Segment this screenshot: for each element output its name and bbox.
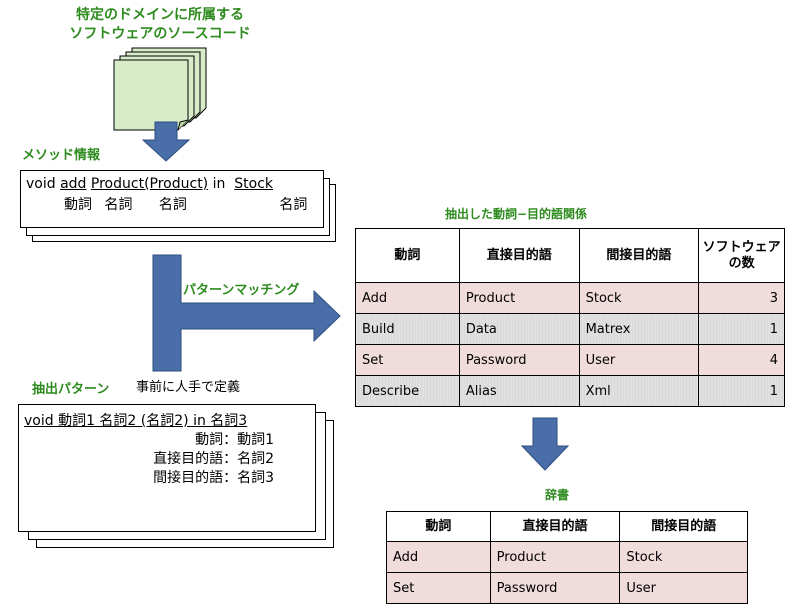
header-software-count-line2: の数	[728, 255, 755, 271]
relation-header-row: 動詞 直接目的語 間接目的語 ソフトウェア の数	[355, 228, 785, 283]
token-product: Product	[90, 176, 145, 192]
dict-header-direct: 直接目的語	[489, 511, 621, 542]
pos-verb: 動詞	[64, 197, 92, 213]
relation-table: 動詞 直接目的語 間接目的語 ソフトウェア の数 Add Product Sto…	[355, 228, 785, 407]
dict-header-indirect: 間接目的語	[619, 511, 748, 542]
pattern-line-indirect: 間接目的語：名詞3	[153, 470, 274, 486]
predefined-label: 事前に人手で定義	[136, 380, 241, 395]
pos-noun2: 名詞	[158, 197, 187, 213]
cell-verb: Describe	[355, 375, 460, 407]
dictionary-header-row: 動詞 直接目的語 間接目的語	[386, 511, 748, 542]
pattern-line-direct: 直接目的語：名詞2	[153, 451, 274, 467]
cell-direct: Data	[458, 313, 580, 345]
down-arrow-1	[141, 121, 191, 162]
table-row: Describe Alias Xml 1	[355, 375, 785, 407]
pattern-head: void 動詞1 名詞2 (名詞2) in 名詞3	[24, 413, 248, 429]
token-void: void	[26, 176, 56, 192]
table-row: Set Password User 4	[355, 344, 785, 376]
header-verb: 動詞	[355, 228, 460, 283]
table-row: Set Password User	[386, 572, 748, 604]
dict-header-verb: 動詞	[386, 511, 491, 542]
pattern-definition: void 動詞1 名詞2 (名詞2) in 名詞3 動詞：動詞1 直接目的語：名…	[24, 412, 324, 488]
header-software-count-line1: ソフトウェア	[702, 239, 781, 255]
pattern-card	[18, 404, 316, 532]
document-stack-icon	[113, 47, 207, 131]
pattern-matching-arrow	[152, 254, 341, 372]
cell-verb: Set	[355, 344, 460, 376]
cell-count: 1	[698, 313, 785, 345]
token-add: add	[60, 176, 87, 192]
token-in: in	[212, 176, 226, 192]
cell-direct: Password	[458, 344, 580, 376]
cell-verb: Add	[355, 282, 460, 314]
source-code-title-line2: ソフトウェアのソースコード	[69, 26, 251, 42]
table-row: Add Product Stock 3	[355, 282, 785, 314]
cell-count: 1	[698, 375, 785, 407]
cell-direct: Product	[458, 282, 580, 314]
cell-indirect: Matrex	[578, 313, 700, 345]
cell-count: 4	[698, 344, 785, 376]
header-indirect: 間接目的語	[578, 228, 700, 283]
dictionary-table: 動詞 直接目的語 間接目的語 Add Product Stock Set Pas…	[386, 511, 748, 604]
relation-title: 抽出した動詞−目的語関係	[445, 207, 588, 221]
header-software-count: ソフトウェア の数	[698, 228, 785, 283]
header-direct: 直接目的語	[458, 228, 580, 283]
dict-cell-indirect: User	[619, 572, 748, 604]
method-info-label: メソッド情報	[22, 148, 101, 163]
token-stock: Stock	[234, 176, 274, 192]
down-arrow-2	[520, 417, 570, 471]
pos-noun3: 名詞	[279, 197, 308, 213]
dictionary-label: 辞書	[545, 488, 570, 502]
cell-indirect: User	[578, 344, 700, 376]
token-paren-product: (Product)	[144, 176, 209, 192]
cell-direct: Alias	[458, 375, 580, 407]
dict-cell-verb: Set	[386, 572, 491, 604]
cell-verb: Build	[355, 313, 460, 345]
table-row: Build Data Matrex 1	[355, 313, 785, 345]
pattern-matching-label: パターンマッチング	[183, 283, 300, 298]
source-code-title: 特定のドメインに所属する ソフトウェアのソースコード	[40, 6, 280, 44]
extract-pattern-label: 抽出パターン	[32, 382, 110, 397]
method-signature: void add Product(Product) in Stock 動詞 名詞…	[26, 176, 326, 214]
dict-cell-verb: Add	[386, 541, 491, 573]
pos-noun1: 名詞	[104, 197, 133, 213]
dict-cell-direct: Password	[489, 572, 621, 604]
source-code-title-line1: 特定のドメインに所属する	[76, 7, 244, 23]
method-card	[20, 170, 324, 228]
dict-cell-direct: Product	[489, 541, 621, 573]
cell-count: 3	[698, 282, 785, 314]
cell-indirect: Stock	[578, 282, 700, 314]
cell-indirect: Xml	[578, 375, 700, 407]
dict-cell-indirect: Stock	[619, 541, 748, 573]
pattern-line-verb: 動詞：動詞1	[195, 432, 274, 448]
table-row: Add Product Stock	[386, 541, 748, 573]
